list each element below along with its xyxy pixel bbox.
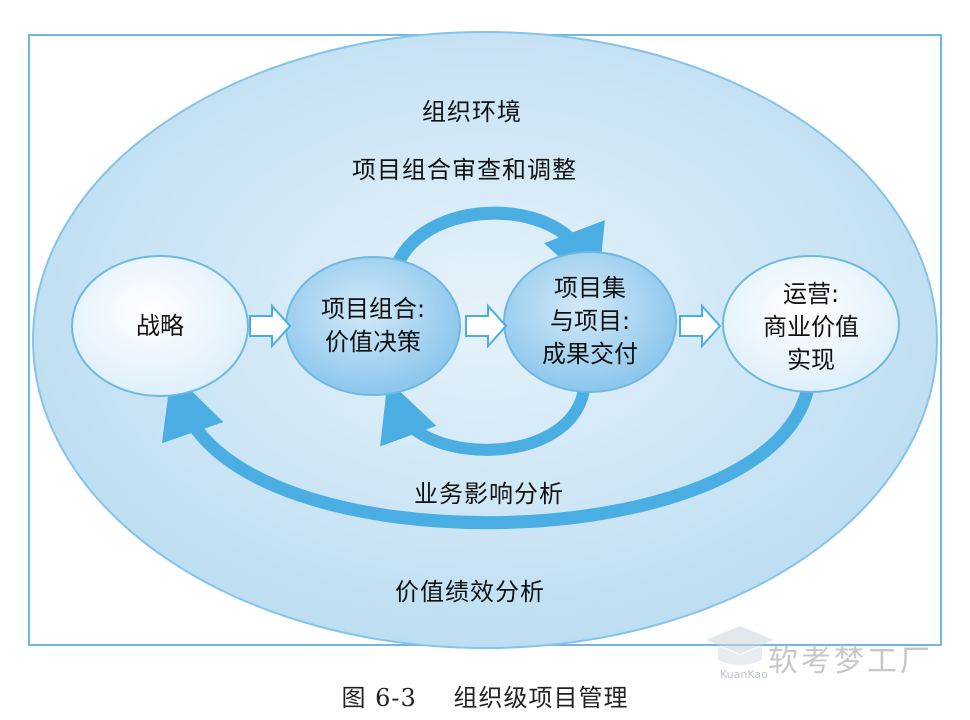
programs-line-2: 与项目: — [549, 307, 631, 335]
operations-line-2: 商业价值 — [763, 313, 859, 341]
portfolio-line-1: 项目组合: — [320, 295, 426, 323]
environment-ellipse — [32, 31, 938, 649]
figure-caption: 图 6-3 组织级项目管理 — [0, 678, 970, 713]
outer-loop-label: 价值绩效分析 — [395, 578, 545, 606]
flow-arrow-1 — [249, 303, 292, 349]
programs-text: 项目集 与项目: 成果交付 — [520, 272, 660, 371]
watermark-cap-icon — [706, 626, 774, 665]
inner-loop-label: 业务影响分析 — [414, 480, 564, 508]
caption-figure-number: 图 6-3 — [341, 684, 417, 712]
portfolio-line-2: 价值决策 — [325, 328, 421, 356]
top-loop-label: 项目组合审查和调整 — [352, 156, 577, 184]
flow-arrow-3 — [679, 303, 722, 349]
caption-title: 组织级项目管理 — [453, 684, 629, 712]
portfolio-text: 项目组合: 价值决策 — [298, 293, 448, 359]
watermark-brand: 软考梦工厂 — [768, 644, 933, 679]
environment-label: 组织环境 — [422, 98, 522, 126]
node-programs — [503, 251, 677, 393]
operations-line-3: 实现 — [787, 346, 835, 374]
programs-line-3: 成果交付 — [542, 340, 638, 368]
outer-loop-arrow — [162, 371, 815, 530]
node-operations — [722, 255, 900, 393]
programs-line-1: 项目集 — [554, 274, 626, 302]
flow-arrow-2 — [465, 303, 508, 349]
operations-text: 运营: 商业价值 实现 — [740, 278, 882, 377]
watermark-small: KuanKao — [720, 668, 768, 681]
strategy-text: 战略 — [100, 310, 220, 343]
inner-loop-arrow — [380, 377, 591, 456]
strategy-line-1: 战略 — [136, 312, 184, 340]
node-strategy — [71, 255, 249, 397]
operations-line-1: 运营: — [782, 280, 840, 308]
